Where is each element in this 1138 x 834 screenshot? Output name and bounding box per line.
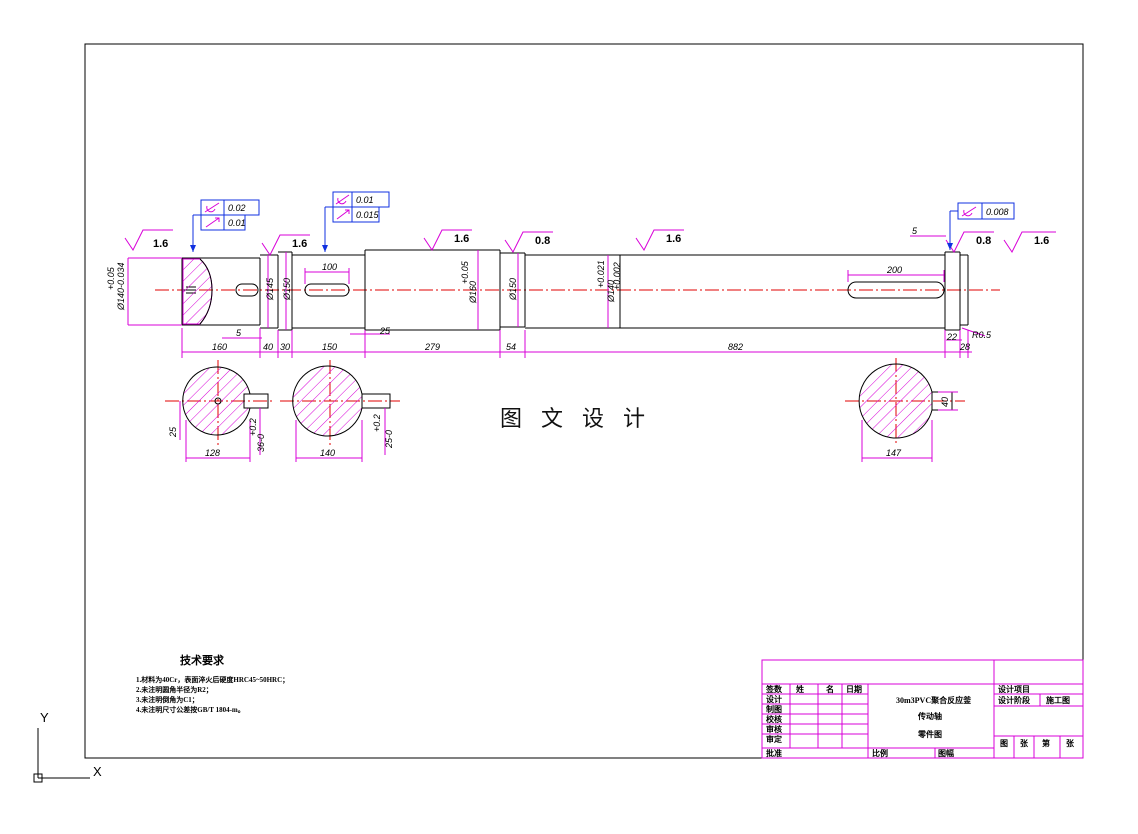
shaft-outline (181, 249, 969, 331)
dim-150: 150 (322, 342, 337, 352)
sec1-depth: 25 (168, 426, 178, 438)
tol-right-1: 0.008 (986, 207, 1009, 217)
tb-name-1: 30m3PVC聚合反应釜 (896, 695, 972, 705)
tol-mid-1: 0.01 (356, 195, 374, 205)
tb-scale: 比例 (872, 748, 888, 758)
tb-project-3: 施工图 (1046, 695, 1070, 705)
tolerance-frame-mid: 0.01 0.015 (322, 191, 390, 252)
ucs-axes-icon[interactable]: Y X (33, 710, 102, 783)
sec2-tol: +0.2 (372, 414, 382, 432)
tb-bottom-4: 张 (1066, 739, 1075, 748)
tb-name-3: 零件图 (917, 729, 942, 739)
dim-40: 40 (263, 342, 273, 352)
tb-name-2: 传动轴 (917, 711, 942, 721)
sec2-keyway: 25-0 (384, 430, 394, 449)
dim-5-top: 5 (912, 226, 918, 236)
tb-bottom-2: 张 (1020, 739, 1029, 748)
dim-25: 25 (379, 326, 391, 336)
dimension-lines (127, 235, 986, 358)
dim-dia-145: Ø145 (265, 277, 275, 301)
tb-row-3: 校核 (766, 714, 782, 724)
roughness-2: 1.6 (261, 234, 310, 256)
section-3: 147 40 (845, 358, 965, 462)
axis-x-label: X (93, 764, 102, 779)
tb-bottom-1: 图 (1000, 739, 1008, 748)
dim-28: 28 (959, 342, 970, 352)
dim-dia-140: Ø140-0.034 (116, 262, 126, 311)
dim-100: 100 (322, 262, 337, 272)
drawing-border (84, 43, 1084, 759)
tb-header-4: 日期 (846, 684, 862, 694)
tb-header-3: 名 (826, 684, 834, 694)
tech-req-4: 4.未注明尺寸公差按GB/T 1804-m。 (136, 705, 245, 714)
dim-tol-plus-1: +0.05 (106, 266, 116, 290)
tb-sheet-size: 图幅 (938, 748, 954, 758)
svg-text:1.6: 1.6 (666, 233, 681, 245)
title-block: 签数 姓 名 日期 设计 制图 校核 审核 审定 批准 30m3PVC聚合反应釜… (761, 659, 1084, 759)
dim-279: 279 (424, 342, 440, 352)
svg-text:1.6: 1.6 (292, 238, 307, 250)
tb-row-5: 审定 (766, 734, 782, 744)
tb-row-4: 审核 (766, 724, 782, 734)
tb-header-1: 签数 (765, 684, 783, 694)
svg-text:0.8: 0.8 (535, 235, 550, 247)
tb-row-6: 批准 (766, 748, 782, 758)
tb-row-1: 设计 (766, 694, 782, 704)
sec1-keyway: 36-0 (256, 434, 266, 452)
section-1: 128 25 36-0 +0.2 (165, 360, 275, 462)
tech-req-2: 2.未注明圆角半径为R2； (136, 685, 213, 694)
roughness-1: 1.6 (124, 229, 173, 251)
tech-requirements: 技术要求 1.材料为40Cr，表面淬火后硬度HRC45~50HRC； 2.未注明… (136, 653, 289, 714)
roughness-4: 0.8 (504, 231, 553, 253)
dim-tol-plus-4: +0.002 (612, 262, 622, 290)
svg-text:1.6: 1.6 (454, 233, 469, 245)
svg-text:1.6: 1.6 (1034, 235, 1049, 247)
tol-left-1: 0.02 (228, 203, 246, 213)
tech-requirements-title: 技术要求 (180, 653, 225, 667)
dim-dia-150-b: Ø150 (508, 278, 518, 301)
dim-tol-plus-3: +0.021 (596, 260, 606, 288)
roughness-6: 0.8 (945, 231, 994, 253)
roughness-3: 1.6 (423, 229, 472, 251)
svg-text:1.6: 1.6 (153, 238, 168, 250)
dimension-texts: 100 200 5 160 40 30 150 279 54 882 5 25 … (106, 226, 992, 352)
dim-radius: R0.5 (972, 330, 992, 340)
sec3-keyway: 40 (940, 397, 950, 407)
sec1-tol: +0.2 (248, 418, 258, 436)
tech-req-3: 3.未注明倒角为C1； (136, 695, 199, 704)
tol-left-2: 0.01 (228, 218, 246, 228)
dim-30: 30 (280, 342, 290, 352)
tb-project-1: 设计项目 (998, 684, 1030, 694)
left-hatch-curve (199, 258, 213, 325)
dim-dia-160: Ø160 (468, 281, 478, 304)
dim-dia-140-b: Ø140 (606, 280, 616, 303)
dim-882: 882 (728, 342, 743, 352)
dim-22: 22 (946, 332, 957, 342)
dim-160: 160 (212, 342, 227, 352)
tb-project-2: 设计阶段 (998, 695, 1030, 705)
tb-header-2: 姓 (795, 684, 804, 694)
tol-mid-2: 0.015 (356, 210, 380, 220)
section-2: 140 25-0 +0.2 (280, 360, 400, 462)
dim-dia-150: Ø150 (282, 278, 292, 301)
tolerance-frame-left: 0.02 0.01 (190, 199, 260, 252)
roughness-7: 1.6 (1003, 231, 1056, 253)
tb-bottom-3: 第 (1042, 738, 1050, 748)
dim-200: 200 (886, 265, 902, 275)
dim-tol-plus-2: +0.05 (460, 260, 470, 284)
dim-54: 54 (506, 342, 516, 352)
tech-req-1: 1.材料为40Cr，表面淬火后硬度HRC45~50HRC； (136, 675, 289, 684)
sec1-width: 128 (205, 448, 220, 458)
sec2-width: 140 (320, 448, 335, 458)
tb-row-2: 制图 (766, 704, 782, 714)
roughness-5: 1.6 (635, 229, 684, 251)
tolerance-frame-right: 0.008 (947, 202, 1015, 250)
dim-5-bottom: 5 (236, 328, 242, 338)
axis-y-label: Y (40, 710, 49, 725)
watermark-text: 图 文 设 计 (500, 407, 651, 432)
svg-text:0.8: 0.8 (976, 235, 991, 247)
sec3-width: 147 (886, 448, 902, 458)
